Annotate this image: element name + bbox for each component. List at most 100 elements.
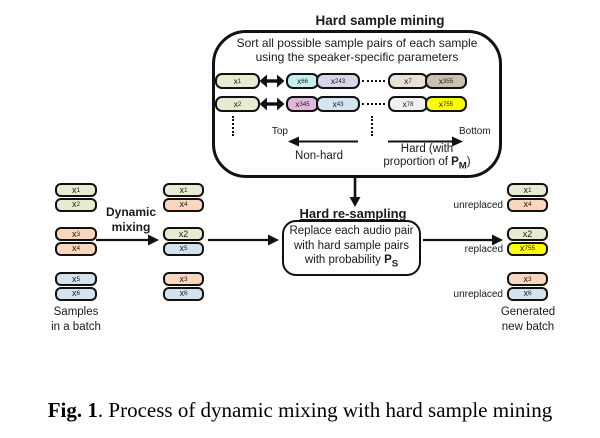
non-hard-arrow-icon (288, 136, 358, 147)
pill-sub: 3 (527, 275, 532, 283)
pill-label: x (295, 98, 300, 109)
pill-label: x (71, 243, 77, 253)
pill-label: x (233, 75, 238, 86)
pill-sub: 3 (76, 230, 81, 238)
resampling-box: Replace each audio pair with hard sample… (282, 220, 421, 276)
pill-sub: 345 (299, 100, 310, 108)
hard-arrow-icon (388, 136, 463, 147)
hard-label-line1: Hard (with (400, 143, 454, 155)
ps-subscript: S (391, 258, 399, 270)
pm-subscript: M (458, 160, 467, 172)
pill-sub: 43 (336, 100, 344, 108)
vertical-ellipsis-dots (232, 116, 234, 136)
resampling-line2: with hard sample pairs (293, 239, 410, 252)
resampling-line3-text: with probability (304, 254, 385, 267)
pill-label: x (179, 184, 184, 195)
replaced-label: replaced (464, 244, 503, 255)
pill-sub: 3 (183, 275, 188, 283)
pill-sub: 4 (183, 201, 188, 209)
double-arrow-icon (259, 74, 285, 88)
top-label: Top (271, 126, 288, 137)
pill-label: x (332, 98, 337, 109)
pill-label: x (179, 273, 184, 284)
non-hard-label: Non-hard (295, 150, 343, 162)
pill-sub: 4 (76, 245, 81, 253)
pill-label: x2 (522, 228, 533, 239)
pill-label: x (330, 75, 336, 86)
figure-caption-text: . Process of dynamic mixing with hard sa… (97, 398, 553, 422)
down-arrow-icon (349, 177, 361, 207)
unreplaced-label: unreplaced (453, 200, 503, 211)
pill-label: x2 (178, 228, 189, 239)
to-output-arrow-icon (423, 234, 503, 246)
pill-label: x (438, 75, 444, 86)
pill-label: x (71, 199, 77, 209)
dynamic-mixing-label-line2: mixing (111, 220, 151, 234)
pill-sub: 1 (183, 186, 188, 194)
pill-sub: 78 (406, 100, 414, 108)
input-batch-caption-line2: in a batch (51, 321, 101, 333)
hard-label-paren: ) (466, 156, 471, 168)
output-batch-caption-line1: Generated (500, 306, 556, 318)
figure-caption-number: Fig. 1 (47, 398, 98, 422)
to-resampling-arrow-icon (208, 234, 279, 246)
pill-label: x (402, 98, 407, 109)
pill-sub: 755 (443, 100, 454, 108)
hard-label: Hard (with proportion of PM) (364, 143, 490, 172)
pill-label: x (71, 184, 77, 195)
pill-sub: 1 (76, 186, 81, 194)
pill-sub: 755 (524, 245, 536, 253)
pill-label: x (519, 243, 525, 253)
input-batch-caption-line1: Samples (53, 306, 99, 318)
sample-pill: x2 (507, 227, 548, 241)
pm-symbol: P (451, 156, 459, 168)
pill-label: x (296, 75, 302, 86)
double-arrow-icon (259, 97, 285, 111)
pill-sub: 6 (527, 290, 532, 298)
ps-symbol: P (384, 254, 392, 267)
unreplaced-label: unreplaced (453, 289, 503, 300)
mining-title: Hard sample mining (315, 13, 445, 28)
resampling-line1: Replace each audio pair (289, 225, 414, 238)
bottom-label: Bottom (459, 126, 491, 137)
pill-label: x (523, 273, 528, 284)
pill-sub: 5 (76, 275, 81, 283)
pill-label: x (233, 98, 238, 109)
hard-label-line2: proportion of (383, 156, 452, 168)
pill-label: x (179, 243, 184, 253)
pill-label: x (523, 184, 528, 195)
pill-sub: 2 (237, 100, 242, 108)
pill-label: x (71, 273, 77, 284)
pill-label: x (71, 288, 77, 298)
output-batch-caption-line2: new batch (501, 321, 555, 333)
pill-label: x (71, 228, 77, 239)
pill-sub: 1 (237, 77, 242, 85)
vertical-ellipsis-dots (371, 116, 373, 136)
dynamic-mixing-arrow-icon (96, 234, 159, 246)
pill-sub: 355 (443, 77, 454, 85)
resampling-title: Hard re-sampling (299, 206, 407, 221)
